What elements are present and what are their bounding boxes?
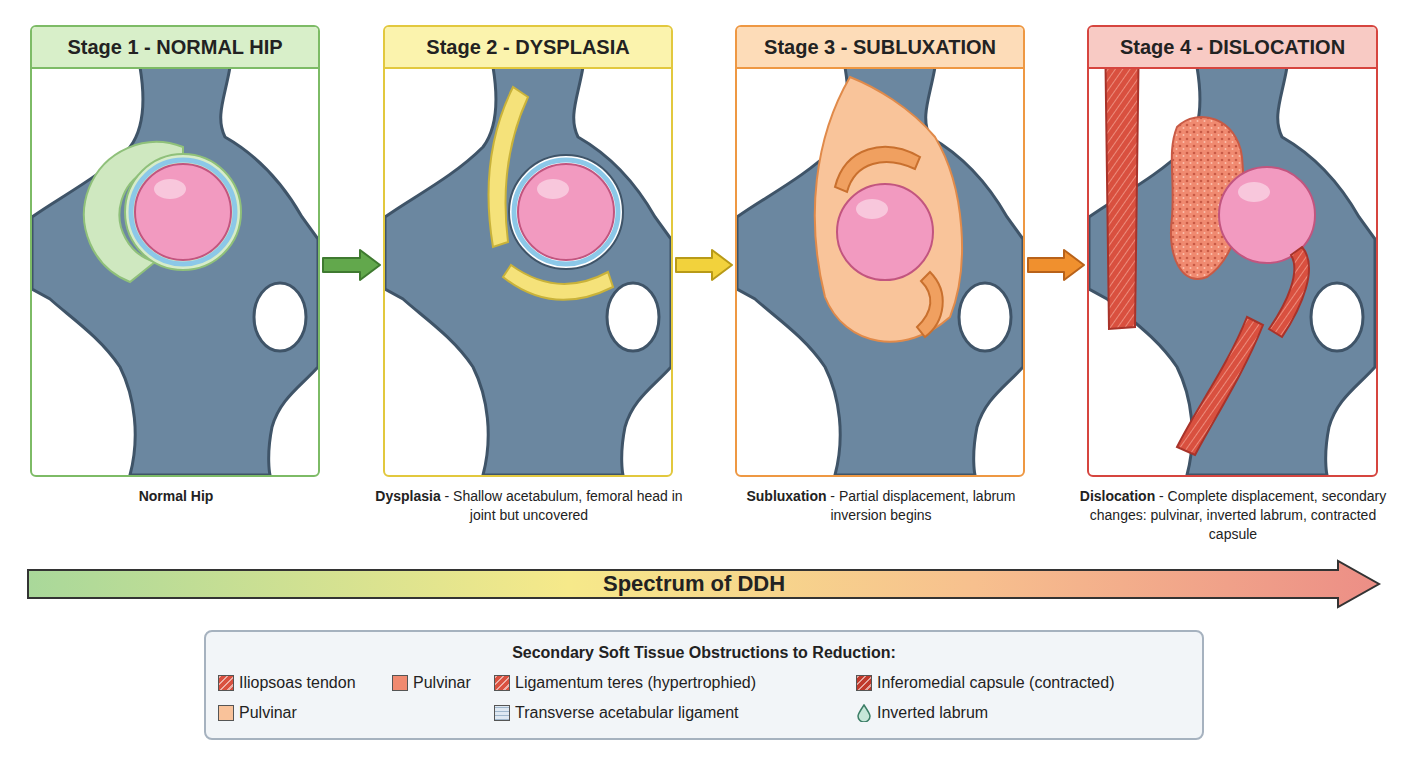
stage-caption: Dislocation- Complete displacement, seco… xyxy=(1077,487,1389,544)
panel-title: Stage 4 - DISLOCATION xyxy=(1120,36,1345,59)
legend-swatch xyxy=(494,705,510,721)
caption-term: Dysplasia xyxy=(375,488,440,504)
stage-arrow xyxy=(323,250,380,280)
spectrum-arrow-body xyxy=(28,561,1379,607)
stage-arrow xyxy=(676,250,732,280)
panel-header: Stage 4 - DISLOCATION xyxy=(1089,27,1376,69)
panel-ground xyxy=(384,26,672,476)
normal-hip-drawing xyxy=(32,67,318,475)
legend-swatch xyxy=(218,675,234,691)
stage-caption: Subluxation- Partial displacement, labru… xyxy=(725,487,1037,525)
legend-entry: Pulvinar xyxy=(218,704,297,722)
stage-caption: Dysplasia - Shallow acetabulum, femoral h… xyxy=(373,487,685,525)
legend-swatch xyxy=(392,675,408,691)
caption-description: - Shallow acetabulum, femoral head in jo… xyxy=(445,488,683,523)
legend-swatch xyxy=(218,705,234,721)
legend-text: Ligamentum teres (hypertrophied) xyxy=(515,674,756,692)
stage-panel: Stage 4 - DISLOCATION xyxy=(1087,25,1378,477)
labrum-icon xyxy=(856,704,872,722)
legend-title: Secondary Soft Tissue Obstructions to Re… xyxy=(206,644,1202,662)
legend-text: Iliopsoas tendon xyxy=(239,674,356,692)
caption-description: - Partial displacement, labrum inversion… xyxy=(830,488,1015,523)
legend-entry: Pulvinar xyxy=(392,674,471,692)
stage-panel: Stage 3 - SUBLUXATION xyxy=(735,25,1025,477)
panel-header: Stage 3 - SUBLUXATION xyxy=(737,27,1023,69)
dislocation-drawing xyxy=(1089,27,1375,475)
legend-swatch xyxy=(856,675,872,691)
legend-entry: Inverted labrum xyxy=(856,704,988,722)
panel-ground xyxy=(1088,26,1376,476)
legend-swatch xyxy=(494,675,510,691)
subluxation-drawing xyxy=(737,67,1023,475)
panel-ground xyxy=(736,26,1024,476)
legend-entry: Inferomedial capsule (contracted) xyxy=(856,674,1114,692)
stage-panel: Stage 1 - NORMAL HIP xyxy=(30,25,320,477)
stage-caption: Normal Hip xyxy=(20,487,332,506)
legend-text: Pulvinar xyxy=(413,674,471,692)
legend-text: Pulvinar xyxy=(239,704,297,722)
caption-term: Dislocation xyxy=(1080,488,1155,504)
legend-text: Transverse acetabular ligament xyxy=(515,704,739,722)
panel-ground xyxy=(31,26,319,476)
legend-box: Secondary Soft Tissue Obstructions to Re… xyxy=(204,630,1204,740)
spectrum-label: Spectrum of DDH xyxy=(603,571,785,597)
legend-text: Inverted labrum xyxy=(877,704,988,722)
panel-title: Stage 2 - DYSPLASIA xyxy=(426,36,629,59)
legend-text: Inferomedial capsule (contracted) xyxy=(877,674,1114,692)
panel-header: Stage 1 - NORMAL HIP xyxy=(32,27,318,69)
spectrum-arrow: Spectrum of DDH xyxy=(26,559,1382,609)
legend-entry: Transverse acetabular ligament xyxy=(494,704,739,722)
legend-entry: Iliopsoas tendon xyxy=(218,674,356,692)
panel-title: Stage 3 - SUBLUXATION xyxy=(764,36,996,59)
caption-term: Normal Hip xyxy=(139,488,214,504)
stage-panel: Stage 2 - DYSPLASIA xyxy=(383,25,673,477)
panel-header: Stage 2 - DYSPLASIA xyxy=(385,27,671,69)
panel-title: Stage 1 - NORMAL HIP xyxy=(67,36,282,59)
legend-entry: Ligamentum teres (hypertrophied) xyxy=(494,674,756,692)
dysplasia-drawing xyxy=(385,67,671,475)
labrum-icon-shape xyxy=(858,705,870,722)
caption-term: Subluxation xyxy=(746,488,826,504)
stage-arrow xyxy=(1028,250,1084,280)
